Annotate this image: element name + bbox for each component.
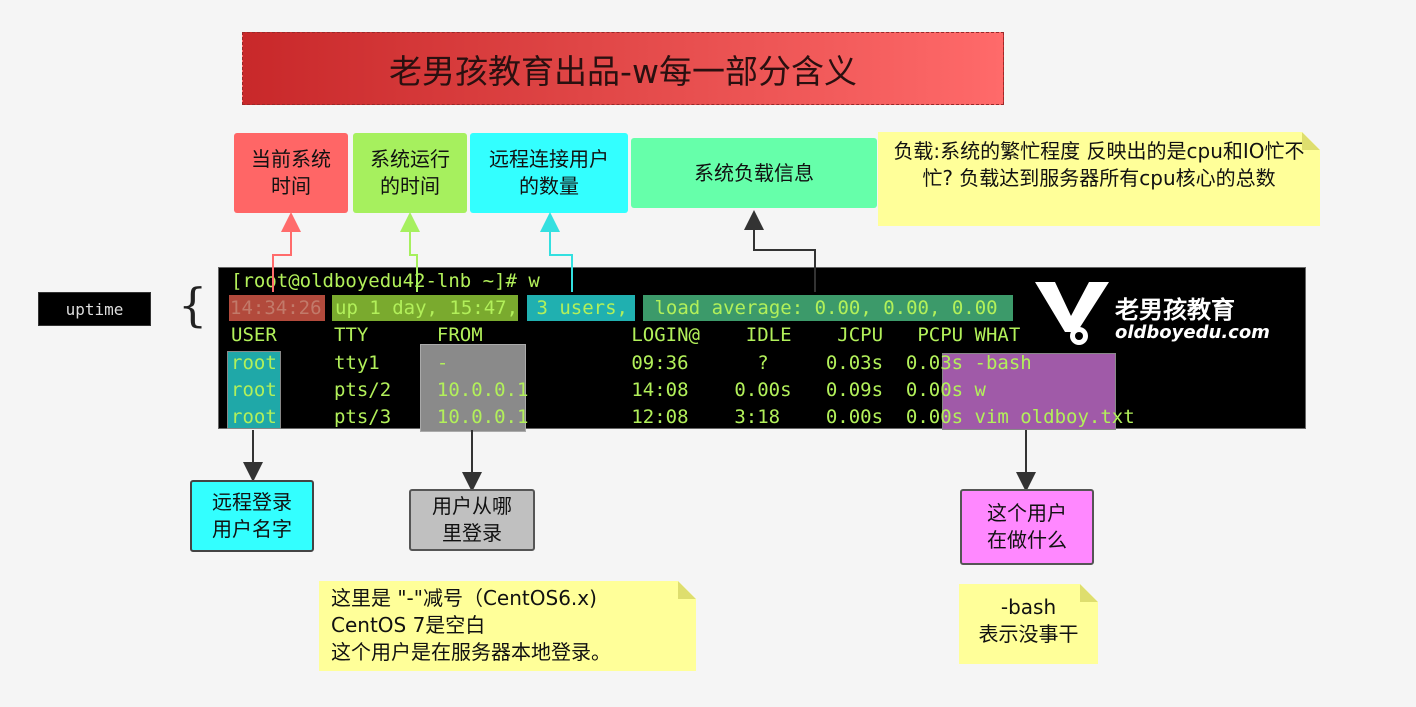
note-from-line-2: CentOS 7是空白 (331, 613, 486, 637)
page-title: 老男孩教育出品-w每一部分含义 (242, 32, 1004, 105)
terminal-row-3: root pts/3 10.0.0.1 12:08 3:18 0.00s 0.0… (231, 406, 1135, 428)
highlight-users (527, 295, 635, 321)
label-load: 系统负载信息 (631, 138, 877, 208)
highlight-time (229, 295, 325, 321)
note-load: 负载:系统的繁忙程度 反映出的是cpu和IO忙不忙? 负载达到服务器所有cpu核… (878, 132, 1320, 226)
terminal-load: load average: 0.00, 0.00, 0.00 (643, 297, 998, 319)
label-uptime: 系统运行 的时间 (353, 133, 467, 213)
arrow-load (744, 210, 816, 292)
terminal-prompt: [root@oldboyedu42-lnb ~]# w (231, 270, 540, 292)
label-users-count: 远程连接用户 的数量 (470, 133, 628, 213)
arrow-time (272, 212, 301, 292)
terminal-row-1: root tty1 - 09:36 ? 0.03s 0.03s -bash (231, 352, 1032, 374)
terminal-row-2: root pts/2 10.0.0.1 14:08 0.00s 0.09s 0.… (231, 379, 986, 401)
note-from-line-3: 这个用户是在服务器本地登录。 (331, 640, 611, 664)
note-from-where: 这里是 "-"减号（CentOS6.x) CentOS 7是空白 这个用户是在服… (319, 581, 696, 671)
label-remote-user: 远程登录 用户名字 (190, 480, 314, 552)
arrow-uptime (400, 212, 420, 292)
terminal-up: up 1 day, 15:47, (335, 297, 519, 319)
note-from-line-1: 这里是 "-"减号（CentOS6.x) (331, 586, 597, 610)
label-from-where: 用户从哪 里登录 (409, 489, 535, 551)
highlight-user-column (227, 351, 281, 429)
arrow-users (540, 212, 573, 292)
brand-logo-icon (1035, 282, 1109, 345)
highlight-what-column (942, 353, 1116, 430)
brace-symbol: { (178, 278, 208, 332)
note-load-text: 负载:系统的繁忙程度 反映出的是cpu和IO忙不忙? 负载达到服务器所有cpu核… (893, 139, 1305, 190)
uptime-command-label: uptime (38, 292, 151, 326)
highlight-uptime (332, 295, 518, 321)
label-current-time: 当前系统 时间 (234, 133, 348, 213)
highlight-load (643, 295, 1013, 321)
terminal-window: [root@oldboyedu42-lnb ~]# w 14:34:26 up … (218, 267, 1306, 432)
note-bash-line-1: -bash (1000, 595, 1057, 619)
brand-logo-name: 老男孩教育 (1115, 296, 1235, 324)
terminal-users: 3 users, (525, 297, 628, 319)
highlight-from-column (420, 344, 526, 432)
terminal-header: USER TTY FROM LOGIN@ IDLE JCPU PCPU WHAT (231, 324, 1021, 346)
terminal-time: 14:34:26 (230, 297, 322, 319)
note-bash: -bash 表示没事干 (959, 584, 1098, 664)
brand-logo-url: oldboyedu.com (1115, 322, 1270, 343)
label-doing-what: 这个用户 在做什么 (960, 489, 1094, 565)
note-bash-line-2: 表示没事干 (978, 622, 1079, 646)
brand-logo: 老男孩教育 oldboyedu.com (1031, 276, 1271, 346)
